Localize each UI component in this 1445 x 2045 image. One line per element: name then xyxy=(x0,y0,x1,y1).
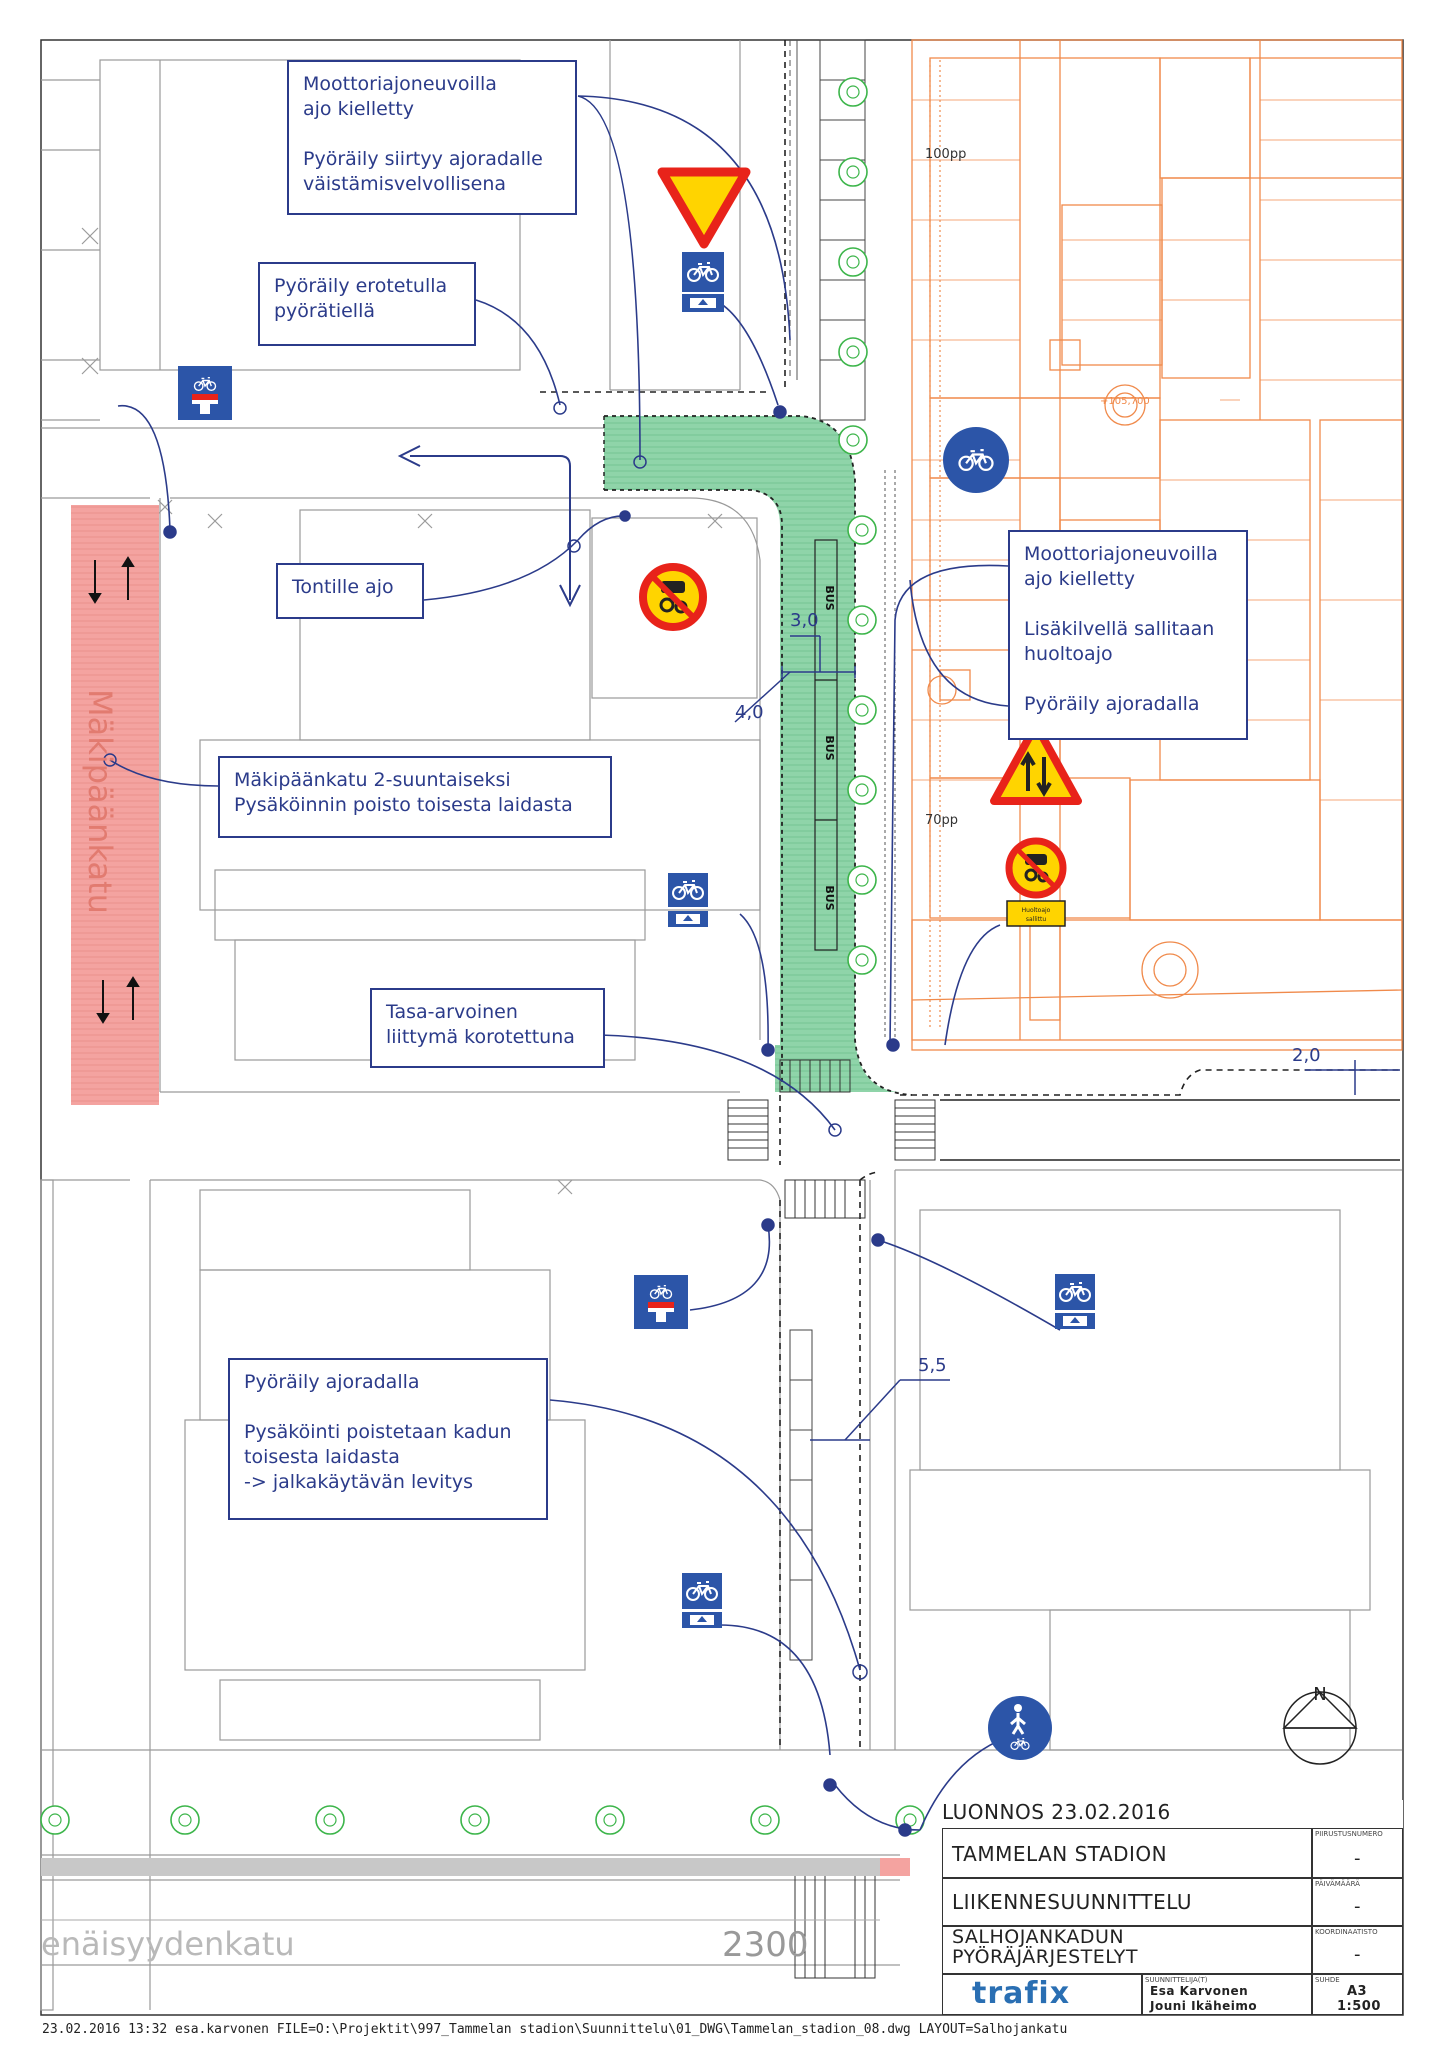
project-name: TAMMELAN STADION xyxy=(952,1842,1168,1866)
dimension-3-0: 3,0 xyxy=(790,610,819,631)
street-number-2300: 2300 xyxy=(722,1925,809,1965)
bicycle-sign-icon-4 xyxy=(682,1573,722,1609)
arrow-up-plate-icon-3 xyxy=(1055,1313,1095,1329)
huoltoajo-plate-icon: Huoltoajo sallittu xyxy=(1006,900,1066,927)
bicycle-sign-icon-2 xyxy=(668,873,708,907)
two-way-traffic-warning-icon xyxy=(990,721,1082,805)
label-scale: SUHDE xyxy=(1315,1976,1340,1984)
leader-nodes xyxy=(103,401,912,1837)
street-light-marks xyxy=(81,227,723,1195)
sidewalk-strip xyxy=(789,40,896,1040)
trees xyxy=(40,77,1375,1835)
date-value: - xyxy=(1354,1896,1361,1917)
callout-cycling-on-roadway: Pyöräily ajoradalla Pysäköinti poistetaa… xyxy=(228,1358,548,1520)
label-designers: SUUNNITTELIJA(T) xyxy=(1145,1976,1208,1984)
title-block: LUONNOS 23.02.2016 TAMMELAN STADION LIIK… xyxy=(942,1800,1403,2015)
makipaankatu-street xyxy=(71,505,159,1105)
dead-end-sign-icon-top xyxy=(178,366,232,420)
parking-70pp: 70pp xyxy=(925,813,959,828)
label-drawing-number: PIIRUSTUSNUMERO xyxy=(1315,1830,1383,1838)
dimension-lines xyxy=(734,635,1400,1441)
crosswalk-south xyxy=(784,1179,866,1219)
parking-stripes xyxy=(789,39,866,1661)
parking-100pp: 100pp xyxy=(925,147,967,162)
stadium-stand-stripes xyxy=(929,60,941,1030)
scale-value: 1:500 xyxy=(1337,1999,1381,2014)
crosswalks xyxy=(727,1059,936,1979)
drawing-number-value: - xyxy=(1354,1848,1361,1869)
access-arrow xyxy=(397,445,581,608)
crosswalk-west xyxy=(727,1099,769,1161)
bicycle-sign-round-icon xyxy=(943,427,1009,493)
bus-lane xyxy=(814,539,838,951)
north-label: N xyxy=(1313,1684,1326,1705)
dead-end-sign-icon-bottom xyxy=(634,1275,688,1329)
no-motor-vehicles-sign-icon-1 xyxy=(639,563,707,631)
green-pedestrian-area xyxy=(604,416,900,1092)
dimension-4-0: 4,0 xyxy=(735,702,764,723)
road-edges xyxy=(540,40,1400,1750)
coordinate-value: - xyxy=(1354,1944,1361,1965)
bus-label-1: BUS xyxy=(823,585,836,610)
elevation-label: +105,700 xyxy=(1100,396,1150,407)
callout-motor-vehicles-prohibited-top: Moottoriajoneuvoilla ajo kielletty Pyörä… xyxy=(287,60,577,215)
plan-subject-2: PYÖRÄJÄRJESTELYT xyxy=(952,1946,1139,1968)
city-block-outlines xyxy=(40,40,1402,2011)
arrow-up-plate-icon-2 xyxy=(668,911,708,927)
bicycle-sign-icon xyxy=(682,252,724,292)
north-arrow-icon xyxy=(1282,1690,1358,1765)
bus-label-3: BUS xyxy=(823,885,836,910)
callout-motor-vehicles-prohibited-right: Moottoriajoneuvoilla ajo kielletty Lisäk… xyxy=(1008,530,1248,740)
draft-date: LUONNOS 23.02.2016 xyxy=(942,1800,1171,1824)
yield-sign-icon xyxy=(657,167,751,249)
designer-1: Esa Karvonen xyxy=(1150,1984,1249,1998)
callout-makipaankatu-two-way: Mäkipäänkatu 2-suuntaiseksi Pysäköinnin … xyxy=(218,756,612,838)
file-footer: 23.02.2016 13:32 esa.karvonen FILE=O:\Pr… xyxy=(42,2022,1068,2037)
callout-property-access: Tontille ajo xyxy=(276,563,424,619)
callout-separated-bike-path: Pyöräily erotetulla pyörätiellä xyxy=(258,262,476,346)
plan-subject-1: SALHOJANKADUN xyxy=(952,1926,1125,1948)
bus-label-2: BUS xyxy=(823,735,836,760)
designer-2: Jouni Ikäheimo xyxy=(1150,1999,1258,2013)
callout-raised-junction: Tasa-arvoinen liittymä korotettuna xyxy=(370,988,605,1068)
no-motor-vehicles-sign-icon-2 xyxy=(1005,837,1067,899)
trafix-logo: trafix xyxy=(972,1976,1071,2011)
paper-size: A3 xyxy=(1347,1984,1368,1999)
two-way-arrows xyxy=(88,556,140,1024)
itsenaisyydenkatu-band xyxy=(41,1858,881,1876)
leader-lines xyxy=(109,95,1061,1831)
dimension-5-5: 5,5 xyxy=(918,1355,947,1376)
crosswalk-east xyxy=(894,1099,936,1161)
street-label-itsenaisyydenkatu: enäisyydenkatu xyxy=(41,1925,295,1963)
bicycle-sign-icon-3 xyxy=(1055,1274,1095,1310)
svg-text:sallittu: sallittu xyxy=(1026,916,1047,923)
label-date: PÄIVÄMÄÄRÄ xyxy=(1315,1880,1360,1888)
street-label-makipaankatu: Mäkipäänkatu xyxy=(81,689,119,914)
label-coordinate-system: KOORDINAATISTO xyxy=(1315,1928,1378,1936)
arrow-up-plate-icon-4 xyxy=(682,1612,722,1628)
pedestrian-bicycle-sign-icon xyxy=(988,1696,1052,1760)
arrow-up-plate-icon xyxy=(682,294,724,312)
svg-text:Huoltoajo: Huoltoajo xyxy=(1022,907,1051,914)
dimension-2-0: 2,0 xyxy=(1292,1045,1321,1066)
plan-type: LIIKENNESUUNNITTELU xyxy=(952,1890,1193,1914)
